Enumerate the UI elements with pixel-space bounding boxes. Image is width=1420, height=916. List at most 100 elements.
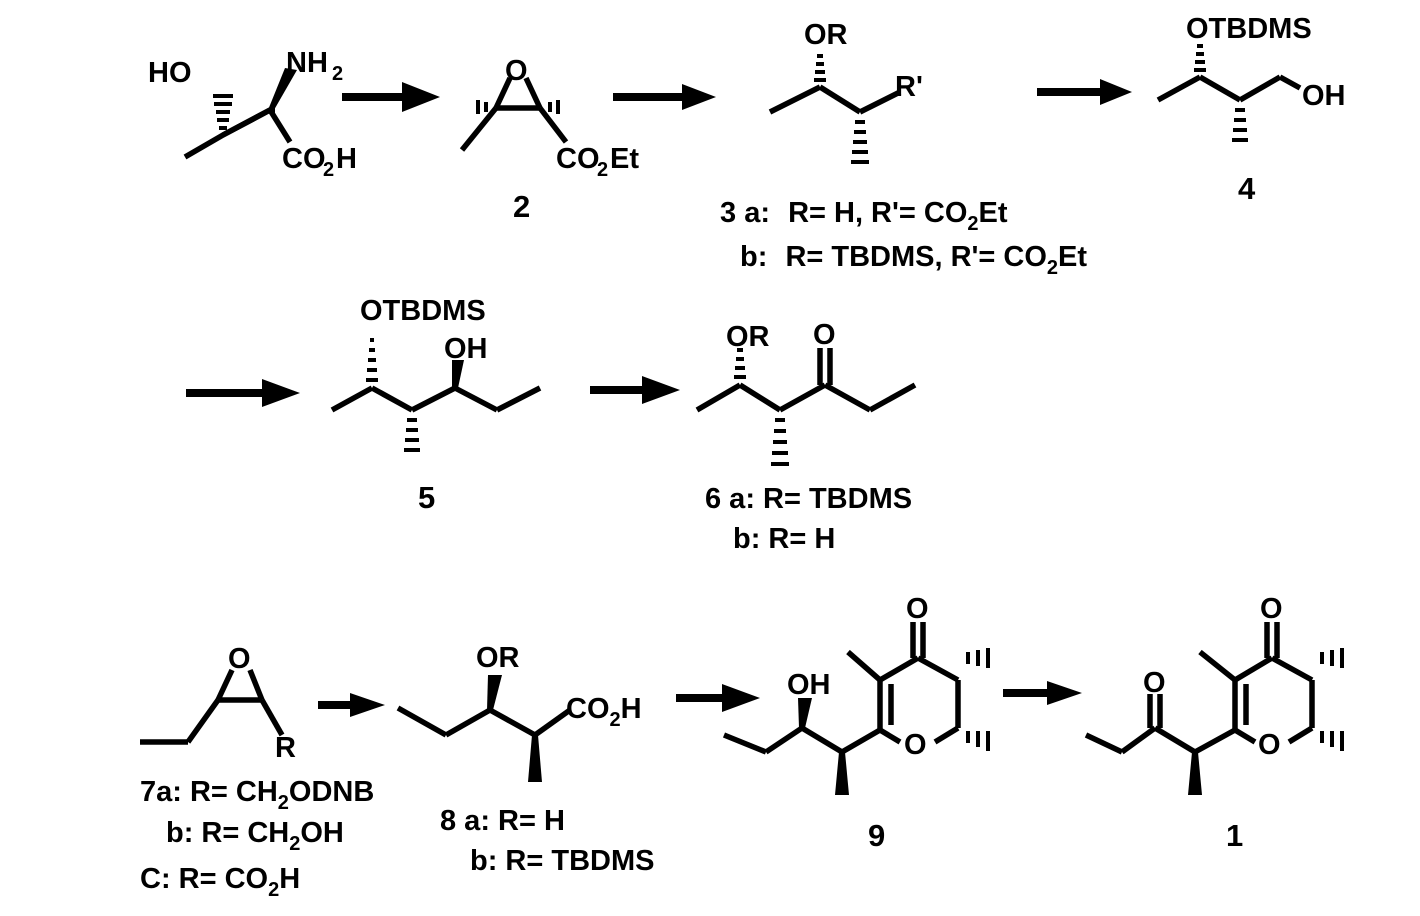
compound-number: 5 (418, 480, 435, 515)
hashed-bond (1320, 731, 1344, 751)
atom-label: O (1143, 667, 1166, 699)
atom-label: OH (1302, 80, 1346, 112)
hashed-bond (814, 54, 826, 82)
reaction-arrow (318, 693, 385, 717)
hashed-bond (734, 348, 746, 379)
reaction-arrow (676, 684, 760, 712)
atom-label: O (1260, 593, 1283, 625)
compound-caption: b: R= TBDMS, R'= CO2Et (740, 241, 1087, 279)
caption-subscript: 2 (268, 879, 279, 901)
compound-7: O R 7a: R= CH2ODNB b: R= CH2OH C: R= CO2… (140, 643, 374, 901)
reaction-arrow (186, 379, 300, 407)
atom-label: O (813, 319, 836, 351)
atom-label: HO (148, 57, 192, 89)
caption-text: R= TBDMS, R'= CO (785, 241, 1046, 273)
hashed-bond (1320, 648, 1344, 668)
caption-text: b: R= CH (166, 817, 289, 849)
compound-6: OR O 6 a: R= TBDMS b: R= H (695, 319, 917, 555)
reaction-arrow (342, 82, 440, 112)
atom-subscript: 2 (610, 709, 621, 731)
wedge-bond (835, 752, 849, 795)
atom-label: CO (282, 143, 326, 175)
compound-threonine: HO NH 2 CO 2 H (148, 47, 357, 181)
hashed-bond (213, 94, 233, 130)
compound-3: OR R' 3 a: R= H, R'= CO2Et b: R= TBDMS, … (720, 19, 1087, 279)
atom-label: O (906, 593, 929, 625)
atom-label: NH (286, 47, 328, 79)
atom-label: OR (726, 321, 770, 353)
hashed-bond (476, 100, 488, 114)
compound-caption: 6 a: R= TBDMS (705, 483, 912, 515)
reaction-arrow (1037, 79, 1132, 105)
compound-8: OR CO2H 8 a: R= H b: R= TBDMS (396, 642, 654, 877)
hashed-bond (771, 418, 789, 466)
compound-caption: 3 a: R= H, R'= CO2Et (720, 197, 1008, 235)
hashed-bond (1232, 108, 1248, 142)
atom-label: Et (610, 143, 639, 175)
caption-letter: a: (744, 197, 770, 229)
caption-letter: b: (740, 241, 767, 273)
atom-label: OTBDMS (1186, 13, 1312, 45)
caption-subscript: 2 (1047, 257, 1058, 279)
compound-caption: 7a: R= CH2ODNB (140, 776, 374, 814)
atom-label: R (275, 732, 296, 764)
hashed-bond (1194, 44, 1206, 72)
caption-text: C: R= CO (140, 863, 268, 895)
caption-text: H (279, 863, 300, 895)
compound-caption: b: R= CH2OH (166, 817, 344, 855)
wedge-bond (268, 68, 297, 110)
hashed-bond (366, 338, 378, 382)
atom-subscript: 2 (597, 159, 608, 181)
atom-label: R' (895, 71, 923, 103)
compound-caption: 8 a: R= H (440, 805, 565, 837)
caption-subscript: 2 (289, 833, 300, 855)
compound-2: O CO 2 Et 2 (459, 55, 639, 224)
atom-label: H (336, 143, 357, 175)
atom-subscript: 2 (332, 63, 343, 85)
caption-number: 3 (720, 197, 736, 229)
hashed-bond (966, 731, 990, 751)
compound-number: 9 (868, 818, 885, 853)
compound-number: 4 (1238, 171, 1256, 206)
atom-label: OTBDMS (360, 295, 486, 327)
atom-label-part: CO (566, 693, 610, 725)
compound-9: OH O O 9 (722, 593, 990, 853)
atom-label: OR (476, 642, 520, 674)
hashed-bond (404, 418, 420, 452)
caption-subscript: 2 (278, 792, 289, 814)
atom-label-part: H (621, 693, 642, 725)
caption-text: Et (979, 197, 1008, 229)
atom-label: O (904, 729, 927, 761)
atom-label: CO2H (566, 693, 642, 731)
wedge-bond (528, 735, 542, 782)
compound-caption: C: R= CO2H (140, 863, 300, 901)
caption-text: OH (300, 817, 344, 849)
caption-text: 7a: R= CH (140, 776, 278, 808)
caption-text: ODNB (289, 776, 374, 808)
compound-caption: b: R= TBDMS (470, 845, 654, 877)
compound-number: 2 (513, 189, 530, 224)
compound-4: OTBDMS OH 4 (1156, 13, 1346, 206)
hashed-bond (851, 120, 869, 164)
atom-label: OH (444, 333, 488, 365)
atom-subscript: 2 (323, 159, 334, 181)
atom-label: OR (804, 19, 848, 51)
atom-label: O (1258, 729, 1281, 761)
atom-label: CO (556, 143, 600, 175)
hashed-bond (966, 648, 990, 668)
atom-label: O (228, 643, 251, 675)
wedge-bond (452, 360, 464, 388)
caption-text: R= H, R'= CO (788, 197, 967, 229)
caption-subscript: 2 (967, 213, 978, 235)
atom-label: OH (787, 669, 831, 701)
compound-caption: b: R= H (733, 523, 835, 555)
wedge-bond (798, 698, 812, 728)
compound-1: O O O 1 (1084, 593, 1344, 853)
caption-text: Et (1058, 241, 1087, 273)
compound-5: OTBDMS OH 5 (330, 295, 542, 515)
wedge-bond (1188, 752, 1202, 795)
hashed-bond (548, 100, 560, 114)
reaction-arrow (590, 376, 680, 404)
reaction-arrow (1003, 681, 1082, 705)
